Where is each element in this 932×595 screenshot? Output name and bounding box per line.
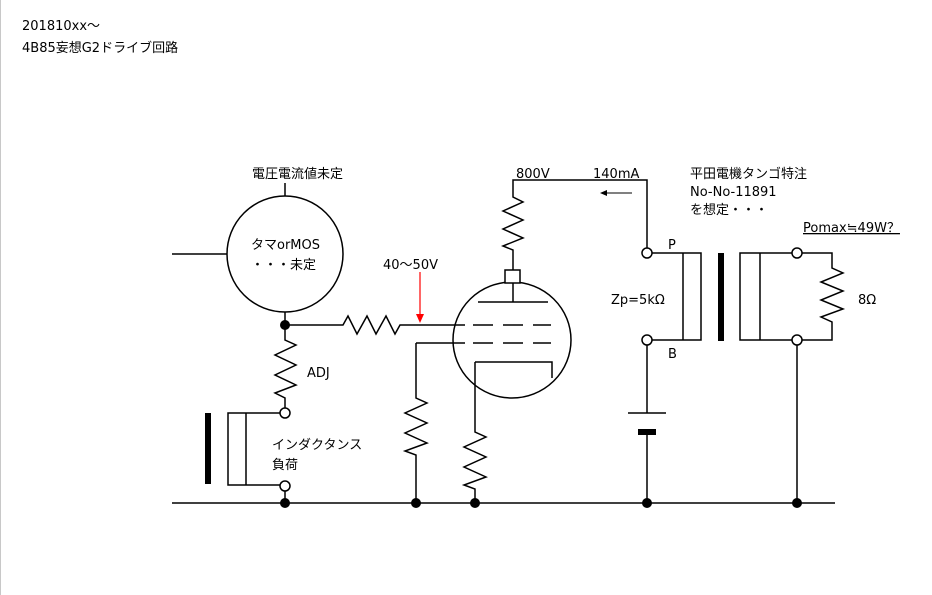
current-arrow-head	[600, 190, 607, 196]
grid-voltage-arrow-head	[416, 314, 424, 323]
driver-status-label: ・・・未定	[251, 258, 316, 273]
tube-plate-cap	[504, 269, 521, 284]
ground-node-driver	[280, 498, 290, 508]
secondary-winding-outer	[739, 252, 792, 341]
diagram-title: 4B85妄想G2ドライブ回路	[22, 40, 178, 56]
primary-winding-outer	[652, 252, 702, 341]
driver-note-label: 電圧電流値未定	[252, 166, 343, 182]
inductor-top-terminal	[279, 407, 291, 419]
grid-resistor	[285, 314, 465, 336]
primary-b-label: B	[668, 347, 677, 362]
plate-resistor-and-supply-line	[500, 179, 648, 270]
driver-device-symbol	[226, 195, 344, 313]
adj-label: ADJ	[307, 366, 330, 381]
plate-voltage-label: 800V	[516, 167, 550, 182]
output-power-label: Pomax≒49W？	[803, 221, 900, 236]
secondary-top-terminal	[791, 247, 803, 259]
date-line: 201810xx～	[22, 19, 100, 34]
driver-name-label: タマorMOS	[251, 238, 320, 253]
primary-p-terminal	[641, 247, 653, 259]
g2-resistor	[402, 343, 429, 503]
load-label: 8Ω	[858, 293, 876, 308]
inductor-bottom-terminal	[279, 480, 291, 492]
secondary-bottom-terminal	[791, 334, 803, 346]
transformer-note-label: を想定・・・	[690, 202, 768, 218]
primary-b-terminal	[641, 334, 653, 346]
transformer-maker-label: 平田電機タンゴ特注	[690, 166, 807, 182]
primary-impedance-label: Zp=5kΩ	[611, 293, 665, 308]
cathode-resistor	[461, 362, 488, 503]
tube-cathode	[475, 361, 553, 378]
transformer-model-label: No-No-11891	[690, 185, 777, 200]
inductance-label-line2: 負荷	[272, 458, 298, 473]
plate-current-label: 140mA	[593, 167, 639, 182]
inductance-label-line1: インダクタンス	[272, 438, 362, 453]
tube-envelope	[452, 281, 572, 399]
load-resistor	[802, 252, 846, 341]
primary-p-label: P	[668, 238, 676, 253]
inductor-winding-outer	[227, 412, 280, 486]
grid-voltage-label: 40～50V	[383, 258, 438, 273]
adj-resistor	[273, 325, 298, 408]
